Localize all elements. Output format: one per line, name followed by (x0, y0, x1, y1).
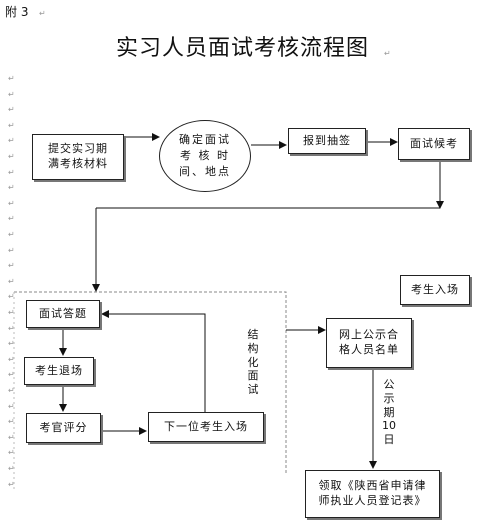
paragraph-mark: ↵ (8, 324, 15, 333)
paragraph-mark: ↵ (8, 90, 15, 99)
node-text-line: 师执业人员登记表》 (318, 494, 427, 507)
node-interview-waiting: 面试候考 (398, 128, 470, 160)
node-text-line: 考生入场 (411, 282, 459, 296)
paragraph-mark: ↵ (39, 9, 46, 18)
node-text-line: 提交实习期 (48, 142, 108, 156)
paragraph-mark: ↵ (8, 417, 15, 426)
node-publish-list: 网上公示合 格人员名单 (326, 318, 412, 368)
node-confirm-time-place: 确定面试 考 核 时 间、地点 (159, 120, 251, 192)
paragraph-mark: ↵ (8, 355, 15, 364)
node-submit-materials: 提交实习期 满考核材料 (32, 134, 124, 180)
paragraph-mark: ↵ (8, 136, 15, 145)
paragraph-mark: ↵ (8, 105, 15, 114)
node-text-line: 考生退场 (35, 363, 83, 377)
label-structured-interview: 结构化面试 (247, 328, 259, 396)
node-text-line: 考官评分 (39, 420, 88, 434)
paragraph-mark: ↵ (8, 308, 15, 317)
node-text-line: 格人员名单 (339, 343, 399, 356)
node-text-line: 报到抽签 (303, 133, 351, 147)
paragraph-mark: ↵ (8, 168, 15, 177)
paragraph-mark: ↵ (384, 49, 391, 58)
paragraph-mark: ↵ (8, 183, 15, 192)
node-next-candidate: 下一位考生入场 (148, 412, 264, 442)
paragraph-mark: ↵ (8, 246, 15, 255)
node-text-line: 领取《陕西省申请律 (318, 479, 427, 493)
paragraph-mark: ↵ (8, 152, 15, 161)
paragraph-mark: ↵ (8, 448, 15, 457)
node-text-line: 满考核材料 (48, 157, 108, 170)
node-collect-registration-form: 领取《陕西省申请律 师执业人员登记表》 (305, 470, 440, 518)
paragraph-mark: ↵ (8, 74, 15, 83)
arrow-next-to-questions (101, 310, 206, 412)
node-check-in-draw: 报到抽签 (288, 128, 366, 154)
structured-interview-frame (14, 291, 287, 473)
node-text-line: 面试候考 (410, 136, 458, 150)
paragraph-mark: ↵ (8, 277, 15, 286)
node-candidate-exit: 考生退场 (24, 357, 94, 385)
paragraph-mark: ↵ (8, 339, 15, 348)
paragraph-mark: ↵ (8, 386, 15, 395)
node-candidate-enter: 考生入场 (400, 275, 470, 305)
node-interview-questions: 面试答题 (26, 300, 100, 328)
paragraph-mark: ↵ (8, 402, 15, 411)
node-text-line: 下一位考生入场 (164, 419, 248, 433)
attachment-label: 附 3 (5, 5, 29, 19)
node-text-line: 考 核 时 (180, 149, 230, 163)
node-examiner-score: 考官评分 (26, 413, 101, 443)
node-text-line: 网上公示合 (339, 328, 399, 342)
page-title: 实习人员面试考核流程图 (116, 36, 370, 61)
paragraph-mark: ↵ (8, 433, 15, 442)
paragraph-mark: ↵ (8, 214, 15, 223)
paragraph-mark: ↵ (8, 261, 15, 270)
node-text-line: 确定面试 (179, 133, 231, 147)
paragraph-mark: ↵ (8, 370, 15, 379)
node-text-line: 间、地点 (179, 164, 231, 178)
node-text-line: 面试答题 (39, 306, 87, 320)
paragraph-mark: ↵ (8, 480, 15, 489)
paragraph-mark: ↵ (8, 292, 15, 301)
paragraph-mark: ↵ (8, 199, 15, 208)
label-publicity-period: 公示期10日 (382, 378, 396, 446)
paragraph-mark: ↵ (8, 464, 15, 473)
paragraph-mark: ↵ (8, 121, 15, 130)
paragraph-mark: ↵ (8, 230, 15, 239)
